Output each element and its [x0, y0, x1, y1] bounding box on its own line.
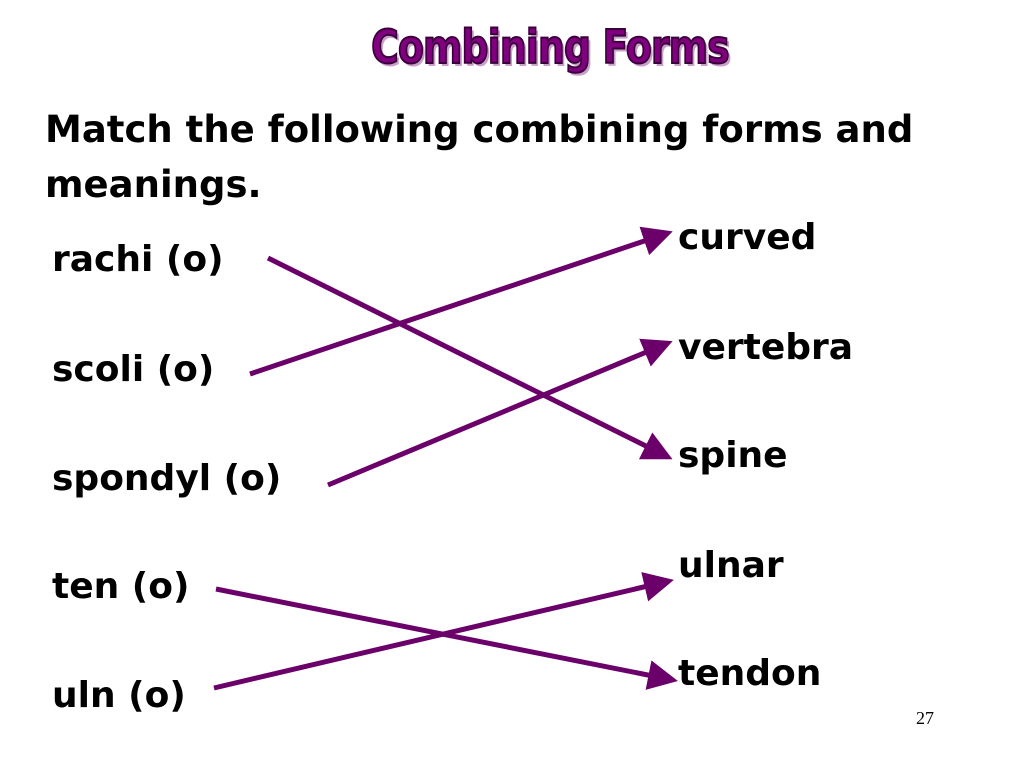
- left-term-rachi: rachi (o): [52, 239, 224, 280]
- connector-rachi-spine: [266, 255, 673, 460]
- connector-spondyl-vertebra: [327, 338, 673, 488]
- right-term-vertebra: vertebra: [678, 327, 854, 368]
- left-term-uln: uln (o): [52, 675, 186, 716]
- left-term-spondyl: spondyl (o): [52, 458, 282, 499]
- right-term-ulnar: ulnar: [678, 545, 784, 586]
- connector-scoli-curved: [249, 226, 673, 377]
- page-number: 27: [916, 708, 934, 728]
- connector-uln-ulnar: [213, 572, 674, 691]
- right-term-spine: spine: [678, 435, 788, 476]
- right-term-tendon: tendon: [678, 653, 822, 694]
- right-term-curved: curved: [678, 217, 817, 258]
- left-term-ten: ten (o): [52, 566, 190, 607]
- left-term-scoli: scoli (o): [52, 349, 215, 390]
- slide-title: Combining Forms: [370, 19, 730, 75]
- instruction-text: Match the following combining forms and …: [45, 108, 914, 206]
